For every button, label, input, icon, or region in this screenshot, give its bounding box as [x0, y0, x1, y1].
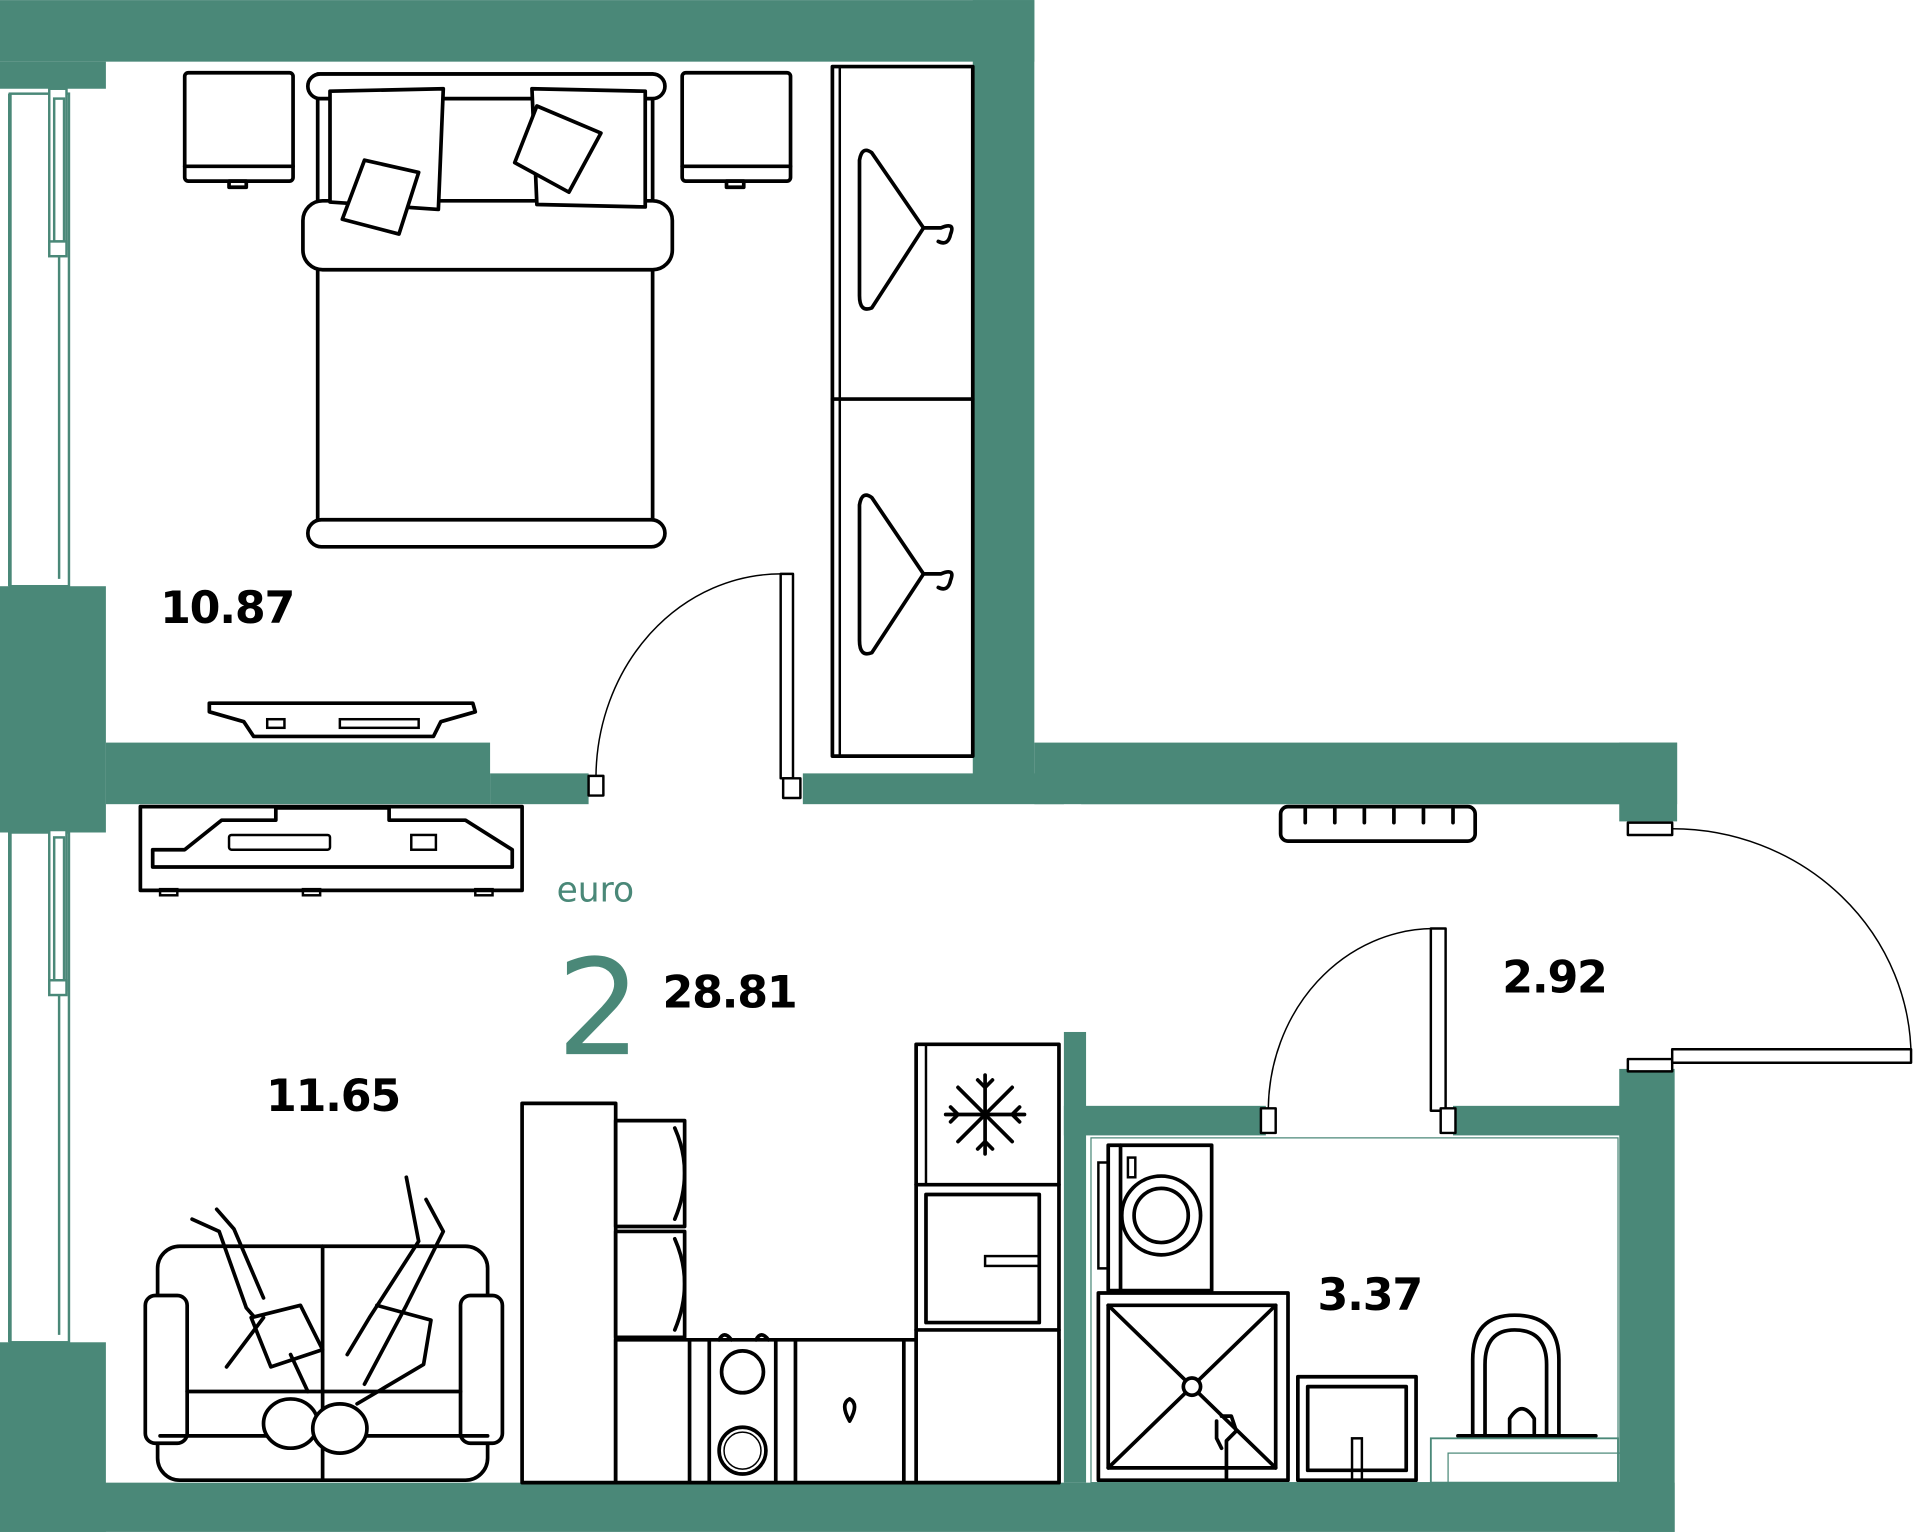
door-entrance[interactable] — [1626, 821, 1913, 1073]
nightstand-right — [680, 70, 793, 190]
window-bedroom — [8, 87, 71, 588]
door-bedroom[interactable] — [587, 572, 802, 800]
sink-cabinet — [1296, 1374, 1418, 1483]
walls — [0, 0, 1678, 1532]
toilet — [1429, 1313, 1622, 1484]
nightstand-left — [182, 70, 295, 190]
washing-machine — [1097, 1143, 1214, 1293]
area-label-living: 11.65 — [266, 1071, 400, 1122]
plan-type-label: euro — [557, 870, 635, 910]
area-label-hallway: 2.92 — [1502, 953, 1606, 1004]
bed — [301, 72, 675, 549]
shower — [1096, 1291, 1290, 1483]
snowflake-icon — [943, 1073, 1027, 1156]
tv-stand-living — [138, 804, 524, 897]
tv-stand-bedroom — [207, 701, 478, 739]
window-living — [8, 828, 71, 1344]
total-area: 28.81 — [662, 967, 796, 1018]
chairs — [613, 1118, 687, 1340]
door-bathroom[interactable] — [1259, 927, 1457, 1135]
area-label-bedroom: 10.87 — [160, 583, 294, 634]
radiator — [1278, 804, 1478, 843]
people-on-sofa — [190, 1175, 446, 1455]
wardrobe — [830, 64, 975, 758]
kitchen-counter-tall — [520, 1101, 618, 1485]
rooms-count: 2 — [557, 932, 642, 1086]
area-label-bathroom: 3.37 — [1318, 1270, 1422, 1321]
